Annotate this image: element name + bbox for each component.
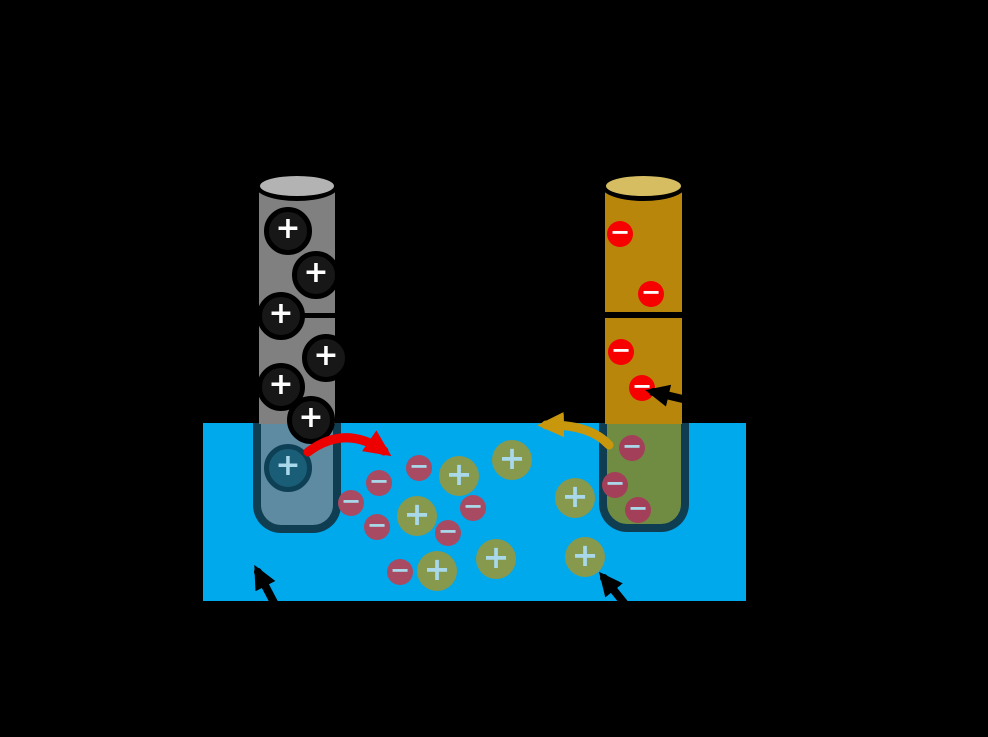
solution-anion: −	[364, 511, 390, 540]
solution-cation: +	[439, 456, 479, 496]
plus-glyph: +	[268, 296, 294, 331]
plus-glyph: +	[268, 367, 294, 402]
solution-anion: −	[387, 556, 413, 585]
plus-glyph: +	[275, 211, 301, 246]
solution-anion: −	[338, 487, 364, 516]
right-electrode-divider	[605, 312, 682, 318]
solution-anion: −	[435, 517, 461, 546]
minus-glyph: −	[631, 372, 653, 400]
plus-glyph: +	[275, 448, 301, 483]
left-electrode-positive-charge: +	[287, 396, 335, 444]
plus-glyph: +	[498, 439, 526, 477]
solution-cation: +	[417, 551, 457, 591]
left-electrode-positive-charge: +	[264, 207, 312, 255]
minus-glyph: −	[640, 278, 662, 306]
solution-cation: +	[476, 539, 516, 579]
plus-glyph: +	[313, 338, 339, 373]
minus-glyph: −	[408, 452, 430, 480]
minus-glyph: −	[609, 218, 631, 246]
minus-glyph: −	[621, 432, 643, 460]
plus-glyph: +	[482, 538, 510, 576]
minus-glyph: −	[368, 467, 390, 495]
right-electrode-captured-anion: −	[602, 469, 628, 498]
right-electrode-negative-charge: −	[638, 278, 664, 307]
minus-glyph: −	[610, 336, 632, 364]
minus-glyph: −	[627, 494, 649, 522]
right-electrode-negative-charge: −	[607, 218, 633, 247]
plus-glyph: +	[445, 455, 473, 493]
solution-cation: +	[565, 537, 605, 577]
plus-glyph: +	[298, 400, 324, 435]
plus-glyph: +	[571, 536, 599, 574]
left-electrode-dissolving-cation: +	[264, 444, 312, 492]
solution-anion: −	[406, 452, 432, 481]
plus-glyph: +	[561, 477, 589, 515]
minus-glyph: −	[389, 556, 411, 584]
plus-glyph: +	[403, 495, 431, 533]
plus-glyph: +	[423, 550, 451, 588]
solution-anion: −	[366, 467, 392, 496]
solution-cation: +	[492, 440, 532, 480]
minus-glyph: −	[604, 469, 626, 497]
left-electrode-positive-charge: +	[292, 251, 340, 299]
right-electrode-captured-anion: −	[625, 494, 651, 523]
minus-glyph: −	[437, 517, 459, 545]
solution-cation: +	[555, 478, 595, 518]
left-electrode-positive-charge: +	[302, 334, 350, 382]
right-electrode-captured-anion: −	[619, 432, 645, 461]
plus-glyph: +	[303, 255, 329, 290]
right-electrode-cap	[601, 171, 686, 201]
left-electrode-cap	[255, 171, 339, 201]
minus-glyph: −	[462, 492, 484, 520]
right-electrode-negative-charge: −	[608, 336, 634, 365]
minus-glyph: −	[340, 487, 362, 515]
right-electrode-negative-charge: −	[629, 372, 655, 401]
solution-cation: +	[397, 496, 437, 536]
minus-glyph: −	[366, 511, 388, 539]
left-electrode-positive-charge: +	[257, 292, 305, 340]
solution-anion: −	[460, 492, 486, 521]
